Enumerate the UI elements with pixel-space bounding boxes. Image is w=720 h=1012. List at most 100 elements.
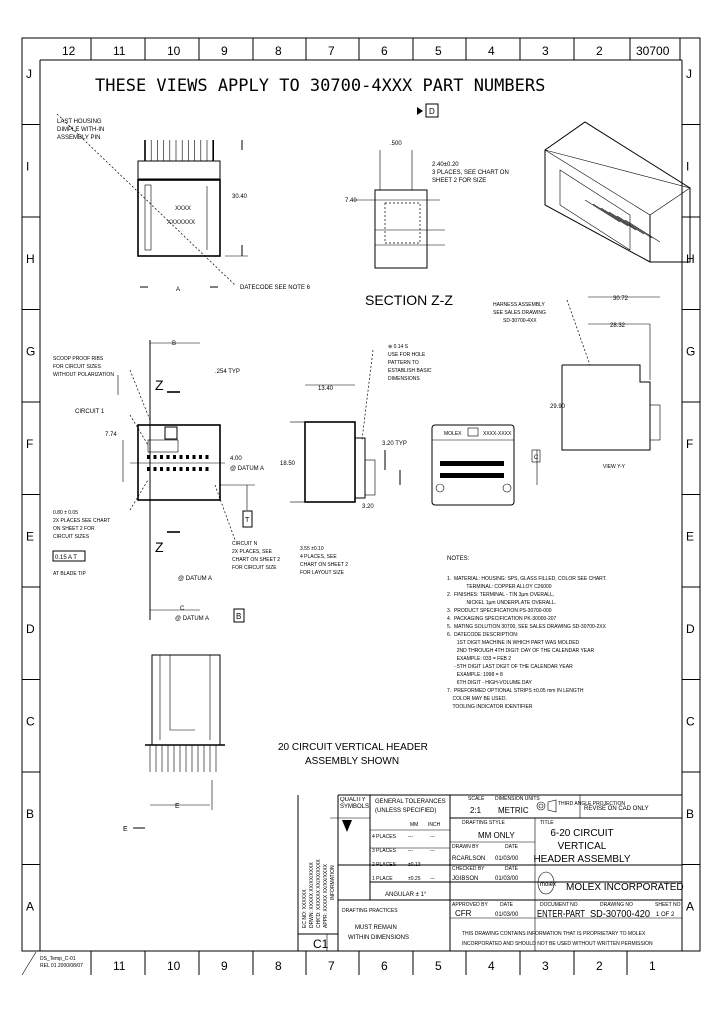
pcb-callout-5: DIMENSIONS bbox=[388, 376, 420, 382]
scale-label: SCALE bbox=[468, 796, 485, 802]
top-view-height-dim: 30.40 bbox=[232, 194, 248, 200]
tolerance-box bbox=[52, 550, 86, 562]
row-label-right: G bbox=[686, 345, 695, 359]
pcb-callout-4: ESTABLISH BASIC bbox=[388, 368, 432, 374]
rev-line-2: DRWN: XXXXX XX/XX/XXXX bbox=[309, 862, 315, 928]
note-line: NICKEL 1µm UNDERPLATE OVERALL. bbox=[447, 600, 556, 606]
pcb-callout-2: USE FOR HOLE bbox=[388, 352, 426, 358]
bottom-datum: C bbox=[534, 455, 539, 461]
drawn-date: 01/03/00 bbox=[495, 856, 519, 862]
harness-callout-1: HARNESS ASSEMBLY bbox=[493, 302, 546, 308]
row-label-left: B bbox=[26, 807, 34, 821]
side-view bbox=[290, 349, 401, 503]
column-label-top: 5 bbox=[435, 44, 442, 58]
tolerance-value: 0.15 A T bbox=[55, 555, 77, 561]
row-label-right: A bbox=[686, 900, 694, 914]
section-view bbox=[354, 150, 445, 269]
row-label-right: C bbox=[686, 715, 695, 729]
datum-arrow-icon bbox=[417, 107, 423, 115]
polar-callout-1: SCOOP PROOF RIBS bbox=[53, 356, 104, 362]
file-line-1: DS_Temp_C-01 bbox=[40, 956, 76, 962]
row-label-right: D bbox=[686, 622, 695, 636]
row-label-right: E bbox=[686, 530, 694, 544]
column-label-top: 8 bbox=[275, 44, 282, 58]
column-label-bottom: 5 bbox=[435, 959, 442, 973]
page-title: THESE VIEWS APPLY TO 30700-4XXX PART NUM… bbox=[95, 76, 545, 96]
note-line: TOOLING INDICATOR IDENTIFIER bbox=[447, 704, 533, 710]
tol-row-mm: --- bbox=[408, 834, 413, 840]
revise-cad-only: REVISE ON CAD ONLY bbox=[584, 806, 649, 812]
circuit-n-1: CIRCUIT N bbox=[232, 541, 258, 547]
row-label-left: H bbox=[26, 252, 35, 266]
must-remain: MUST REMAIN bbox=[355, 925, 397, 931]
angular-tol: ANGULAR ± 1° bbox=[385, 892, 427, 898]
row-label-left: F bbox=[26, 437, 33, 451]
within-dims: WITHIN DIMENSIONS bbox=[348, 935, 409, 941]
circuit-n-3: CHART ON SHEET 2 bbox=[232, 557, 280, 563]
column-label-top: 7 bbox=[328, 44, 335, 58]
note-line: 2ND THROUGH 4TH DIGIT: DAY OF THE CALEND… bbox=[447, 648, 594, 654]
section-top-dim: .500 bbox=[390, 141, 402, 147]
note-line: COLOR MAY BE USED. bbox=[447, 696, 507, 702]
tol-row-mm: --- bbox=[408, 848, 413, 854]
row-label-right: I bbox=[686, 160, 689, 174]
row-label-left: C bbox=[26, 715, 35, 729]
note-line: 6. DATECODE DESCRIPTION: bbox=[447, 632, 518, 638]
sheet-id: 30700 bbox=[636, 44, 670, 58]
side-top-dim: 13.40 bbox=[318, 386, 334, 392]
right-view bbox=[561, 296, 661, 451]
section-callout-1: 2.40±0.20 bbox=[432, 162, 459, 168]
checked-label: CHECKED BY bbox=[452, 866, 485, 872]
tol-row-label: 2 PLACES bbox=[372, 862, 397, 868]
note-line: 6TH DIGIT - HIGH-VOLUME DAY bbox=[447, 680, 532, 686]
quality-symbols-box: QUALITY SYMBOLS bbox=[340, 797, 369, 810]
drawn-by: RCARLSON bbox=[452, 856, 485, 862]
rev-line-3: CHK'D: XXXXXX XX/XX/XXXX bbox=[316, 859, 322, 928]
datum-d: D bbox=[429, 107, 435, 116]
datum-a-1: @ DATUM A bbox=[178, 576, 212, 582]
title-block bbox=[330, 794, 682, 951]
bottom-label-left: MOLEX bbox=[444, 431, 462, 437]
column-label-top: 6 bbox=[381, 44, 388, 58]
datum-c: C bbox=[180, 606, 185, 612]
revision-block: EC NO: XXXXXX DRWN: XXXXX XX/XX/XXXX CHK… bbox=[297, 795, 339, 951]
row-label-right: F bbox=[686, 437, 693, 451]
hole-callout-2: 2X PLACES SEE CHART bbox=[53, 518, 110, 524]
note-line: 5. MATING SOLUTION 30700, SEE SALES DRAW… bbox=[447, 624, 607, 630]
quality-symbols: QUALITY SYMBOLS bbox=[340, 797, 369, 810]
row-label-left: G bbox=[26, 345, 35, 359]
drafting-style-label: DRAFTING STYLE bbox=[462, 820, 505, 826]
caption-line-2: ASSEMBLY SHOWN bbox=[305, 756, 399, 767]
note-line: TERMINAL: COPPER ALLOY C26000 bbox=[447, 584, 552, 590]
tol-row-inch: --- bbox=[430, 876, 435, 882]
section-mark-bottom: Z bbox=[155, 539, 164, 555]
tol-row-label: 3 PLACES bbox=[372, 848, 397, 854]
drawn-date-label: DATE bbox=[505, 844, 519, 850]
column-label-top: 9 bbox=[221, 44, 228, 58]
part-mark-1: XXXX bbox=[175, 206, 191, 212]
drafting-note: DRAFTING PRACTICES bbox=[342, 908, 398, 914]
note-line: 2. FINISHES: TERMINAL - TIN 3µm OVERALL, bbox=[447, 592, 554, 598]
harness-callout-2: SEE SALES DRAWING bbox=[493, 310, 546, 316]
checked-date-label: DATE bbox=[505, 866, 519, 872]
note-line: - 5TH DIGIT LAST DIGIT OF THE CALENDAR Y… bbox=[447, 664, 573, 670]
proprietary-2: INCORPORATED AND SHOULD NOT BE USED WITH… bbox=[462, 941, 653, 947]
datecode-callout: DATECODE SEE NOTE 6 bbox=[240, 285, 311, 291]
checked-by: JGIBSON bbox=[452, 876, 478, 882]
approved-by: CFR bbox=[455, 909, 472, 918]
col-inch: INCH bbox=[428, 822, 441, 828]
note-line: 4. PACKAGING SPECIFICATION PK-30000-207 bbox=[447, 616, 557, 622]
lower-view bbox=[133, 654, 225, 829]
polar-callout-2: FOR CIRCUIT SIZES bbox=[53, 364, 102, 370]
bottom-label-right: XXXX-XXXX bbox=[483, 431, 512, 437]
dim-b: B bbox=[172, 341, 176, 347]
column-label-bottom: 10 bbox=[167, 959, 181, 973]
column-label-top: 3 bbox=[542, 44, 549, 58]
tol-row-mm: ±0.25 bbox=[408, 876, 421, 882]
top-view bbox=[56, 113, 248, 288]
sheet-number: 1 OF 2 bbox=[656, 912, 675, 918]
column-label-bottom: 8 bbox=[275, 959, 282, 973]
column-label-bottom: 3 bbox=[542, 959, 549, 973]
